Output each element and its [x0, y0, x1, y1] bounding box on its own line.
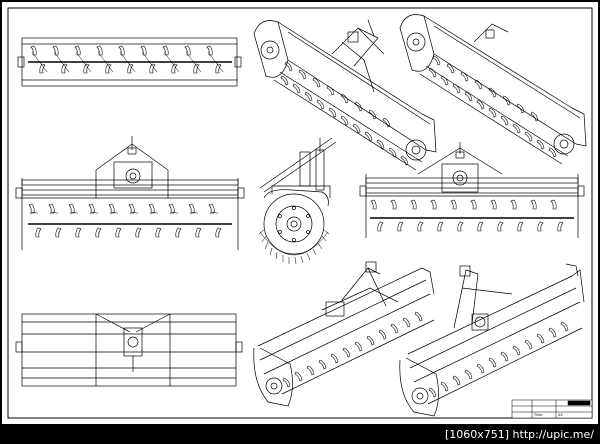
- front-view-top: [17, 37, 242, 87]
- bottom-view: [15, 313, 243, 387]
- iso-top-left: [253, 19, 437, 171]
- footer-caption: [1060x751] http://upic.me/: [444, 428, 594, 441]
- drawing-sheet: Tiller A3: [2, 2, 598, 424]
- iso-top-right: [399, 14, 587, 165]
- technical-drawing: Tiller A3: [7, 7, 593, 419]
- iso-bottom-left: [253, 261, 435, 407]
- iso-bottom-right: [399, 263, 585, 417]
- footer-bar: [1060x751] http://upic.me/: [0, 426, 600, 444]
- rear-view-right: [359, 142, 585, 238]
- title-block: [511, 399, 593, 419]
- front-view-middle: [15, 136, 245, 250]
- sheet-border: [7, 7, 593, 419]
- title-block-text-a: Tiller: [533, 413, 543, 417]
- side-view: [258, 137, 337, 265]
- title-block-text-b: A3: [558, 413, 563, 417]
